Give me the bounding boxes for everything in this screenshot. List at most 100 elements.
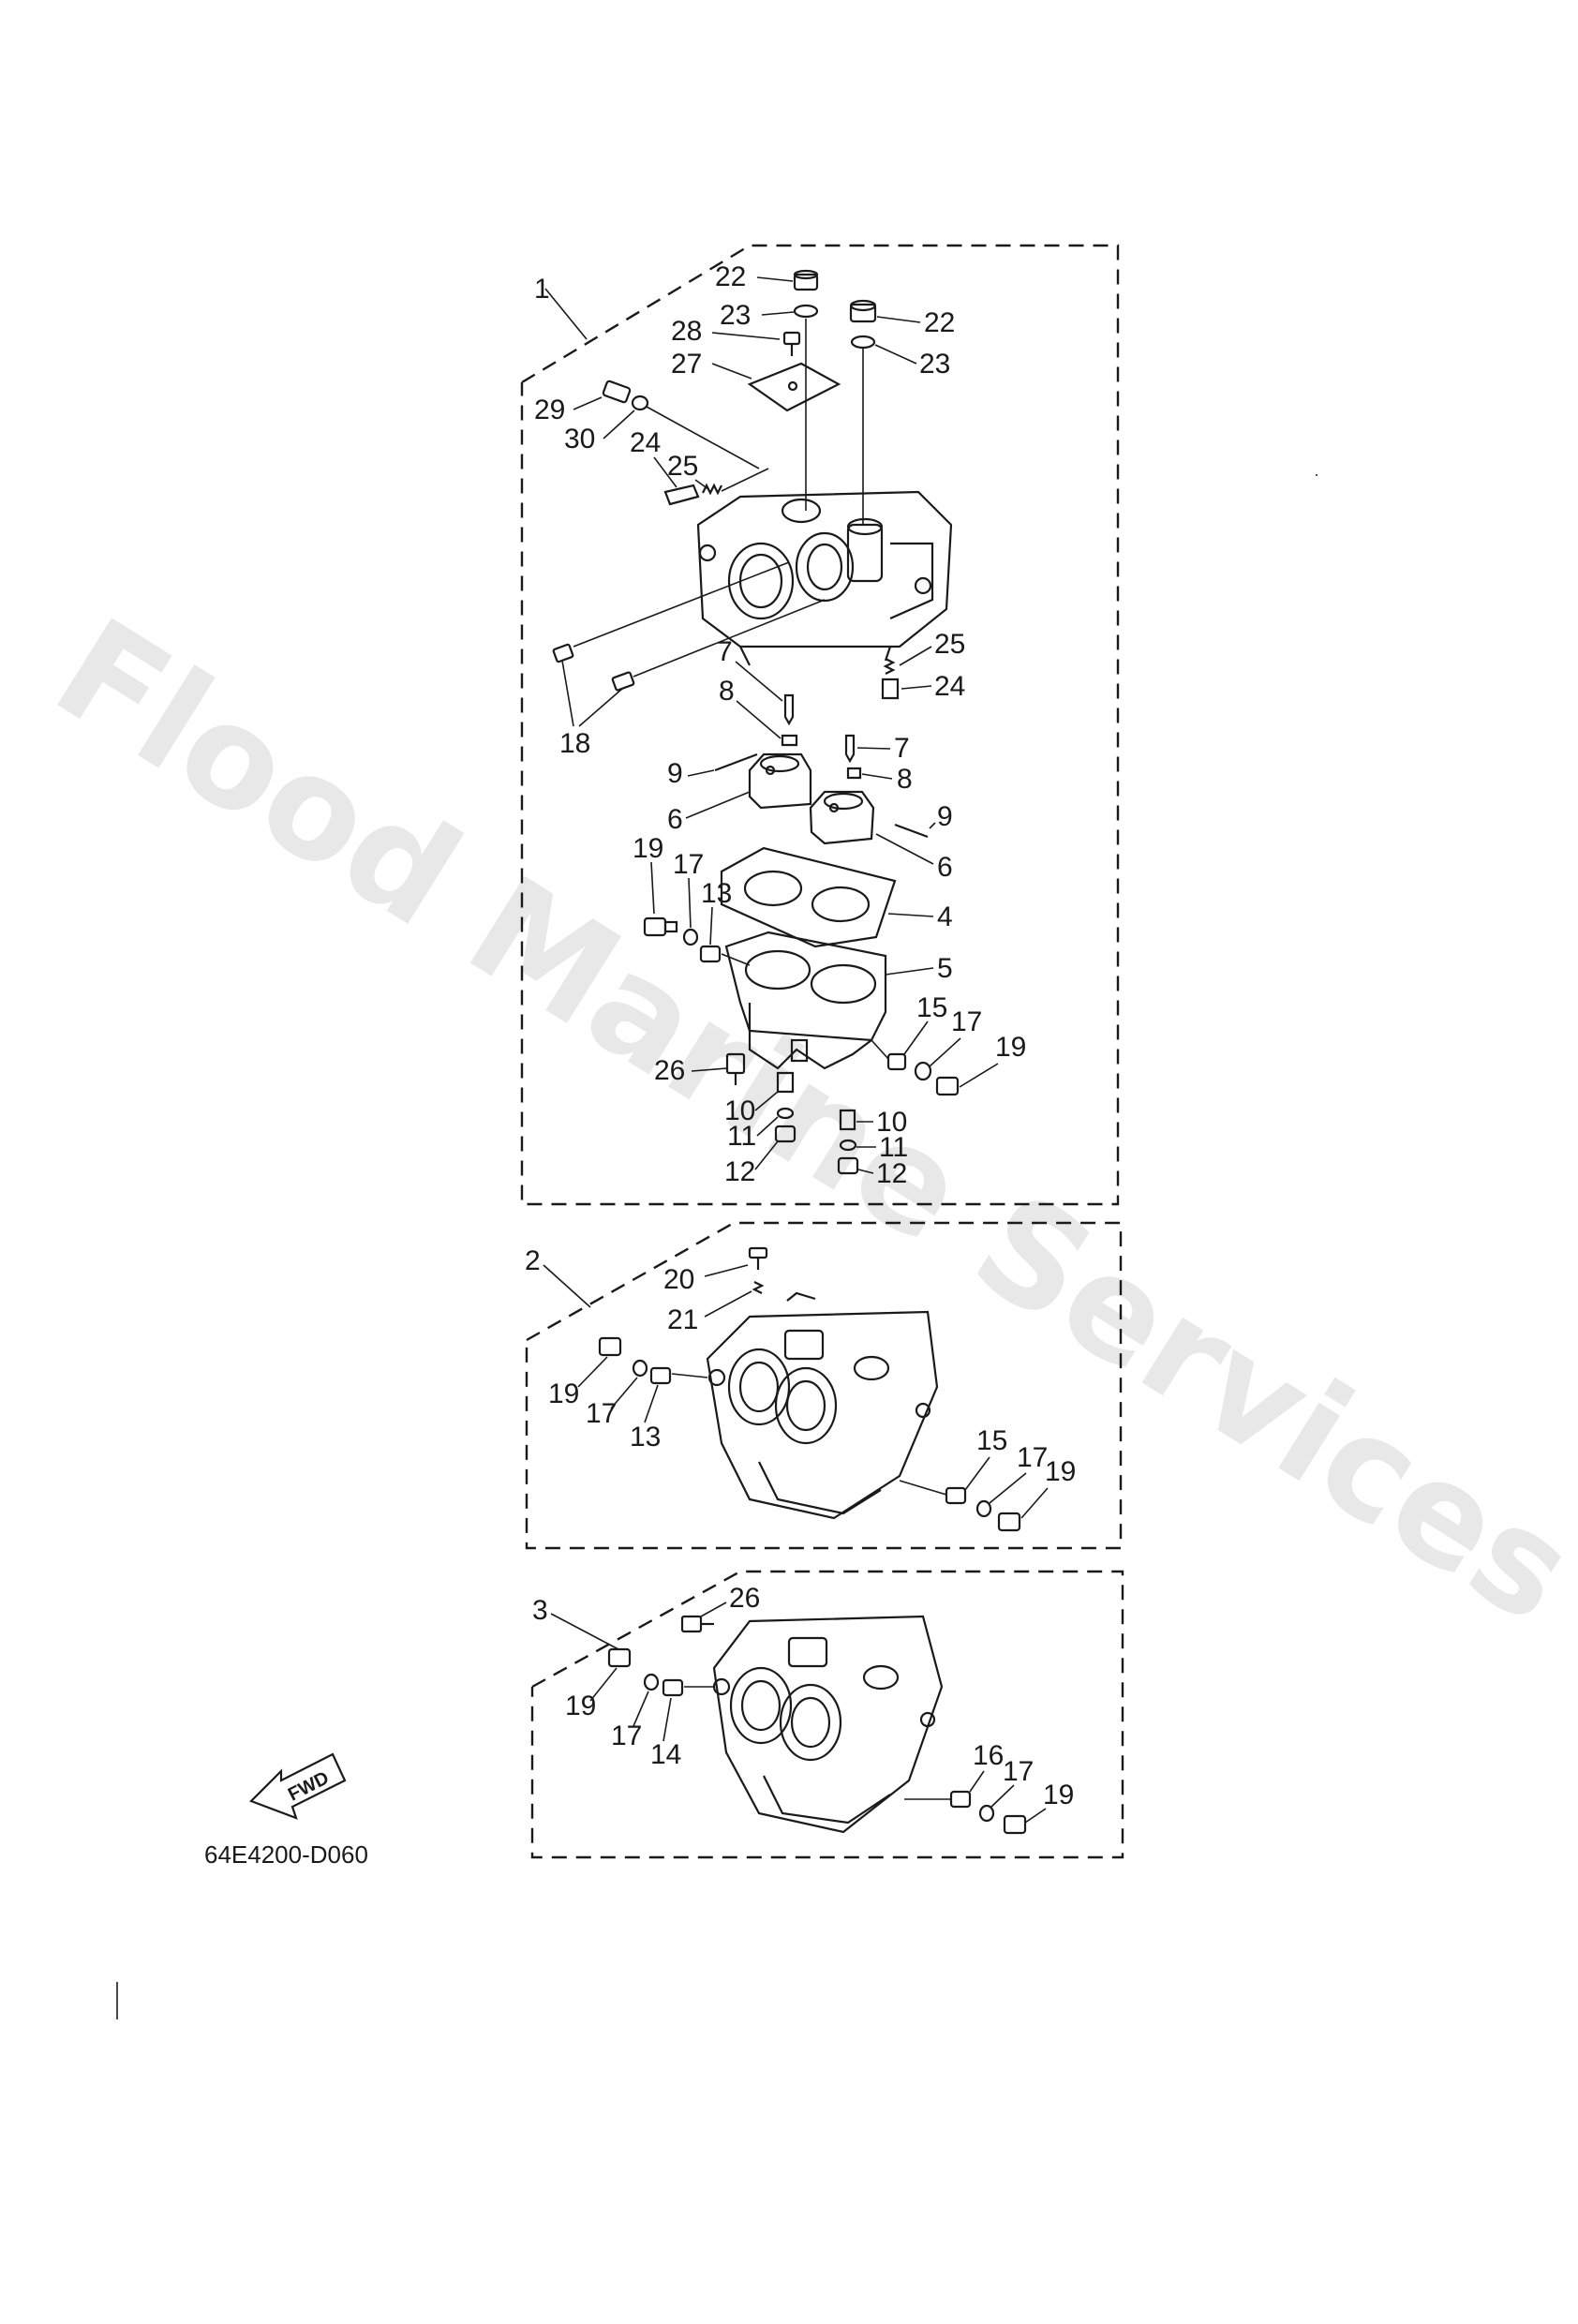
assembly-1-boundary [520,244,1120,1206]
callout-26a: 26 [654,1055,685,1086]
watermark-text: Flood Marine Services [28,588,1578,1655]
callout-30: 30 [564,424,595,454]
assembly-2-boundary [525,1221,1123,1550]
screw-18-lower [611,671,635,692]
washer-17-c [632,1359,648,1378]
callout-6a: 6 [667,804,683,835]
callout-10a: 10 [724,1095,755,1126]
washer-23-right [850,335,876,350]
callout-8b: 8 [897,764,913,795]
pilot-screw-24-right [881,678,900,700]
float-6-left [748,752,812,810]
screw-26-b [680,1615,714,1633]
washer-17-e [643,1673,660,1691]
washer-23-left [793,304,819,319]
callout-2: 2 [525,1245,541,1276]
callout-13a: 13 [701,878,732,909]
callout-9a: 9 [667,758,683,789]
float-chamber-5 [724,931,887,1070]
carburetor-body-2 [706,1291,939,1520]
callout-23a: 23 [720,300,751,331]
spring-25-right [883,658,896,675]
plug-12-left [774,1125,796,1143]
callout-17f: 17 [1003,1756,1034,1787]
washer-30 [631,395,649,411]
float-6-right [809,790,875,845]
callout-20: 20 [663,1264,694,1295]
callout-1: 1 [534,274,550,305]
assembly-3-boundary [530,1570,1124,1859]
callout-3: 3 [532,1595,548,1626]
callout-17e: 17 [611,1721,642,1751]
callout-15a: 15 [916,992,947,1023]
callout-25b: 25 [934,629,965,660]
washer-17-a [682,928,699,946]
callout-11b: 11 [879,1132,908,1163]
washer-17-b [914,1061,932,1081]
callout-5: 5 [937,953,953,984]
screw-20 [748,1246,768,1270]
callout-17a: 17 [673,849,704,880]
clip-8-left [781,734,798,747]
callout-24a: 24 [630,427,661,458]
callout-22b: 22 [924,307,955,338]
callout-7b: 7 [894,733,910,764]
callout-24b: 24 [934,671,965,702]
plug-12-right [837,1156,859,1175]
forward-direction-arrow: FWD [249,1752,347,1820]
bolt-19-f [1003,1814,1027,1835]
callout-28: 28 [671,316,702,347]
callout-23b: 23 [919,349,950,380]
callout-15b: 15 [976,1425,1007,1456]
cover-plate-27 [747,362,841,412]
callout-26b: 26 [729,1583,760,1614]
bolt-19-a [643,916,678,937]
callout-17b: 17 [951,1006,982,1037]
callout-19a: 19 [633,833,663,864]
callout-19f: 19 [1043,1780,1074,1810]
callout-8a: 8 [719,676,735,707]
callout-19e: 19 [565,1691,596,1721]
callout-21: 21 [667,1304,698,1335]
callout-10b: 10 [876,1107,907,1138]
washer-17-f [978,1804,995,1823]
bolt-19-e [607,1647,632,1668]
plug-15-b [945,1486,967,1505]
plug-13-b [649,1366,672,1385]
needle-valve-7-right [844,734,856,764]
screw-28 [782,331,801,356]
needle-valve-7-left [783,693,795,726]
callout-7a: 7 [717,636,733,667]
main-jet-10-left [776,1071,795,1094]
screw-26-a [725,1052,746,1085]
callout-13b: 13 [630,1422,661,1452]
plug-16 [949,1790,972,1809]
diagram-code: 64E4200-D060 [204,1840,368,1869]
callout-22a: 22 [715,261,746,292]
callout-4: 4 [937,901,953,932]
callout-16: 16 [973,1740,1004,1771]
callout-11a: 11 [727,1121,756,1152]
callout-9b: 9 [937,801,953,832]
gasket-4 [720,846,897,948]
float-pin-9-right [894,823,929,839]
callout-27: 27 [671,349,702,380]
callout-18: 18 [559,728,590,759]
spring-21 [752,1281,765,1294]
callout-14: 14 [650,1739,681,1770]
bolt-19-b [935,1076,960,1096]
fitting-29 [602,380,632,404]
carburetor-body-1 [696,490,953,666]
pilot-screw-24 [663,484,700,506]
washer-17-d [975,1499,992,1518]
gasket-11-left [776,1107,795,1120]
callout-19b: 19 [995,1032,1026,1063]
gasket-11-right [839,1139,857,1152]
carburetor-body-3 [712,1615,944,1834]
main-jet-10-right [839,1109,856,1131]
float-pin-9-left [714,752,758,772]
drain-plug-22-left [793,269,819,291]
drain-plug-22-right [849,299,877,323]
plug-13-a [699,945,722,963]
